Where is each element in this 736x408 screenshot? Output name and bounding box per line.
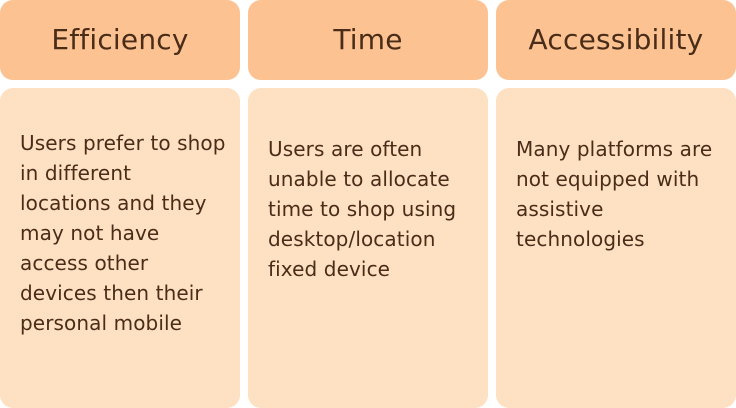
column-time: Time Users are often unable to allocate … (248, 0, 488, 408)
column-title: Accessibility (528, 23, 704, 56)
column-title: Efficiency (51, 23, 189, 56)
column-body-text: Users prefer to shop in different locati… (20, 131, 226, 335)
column-title: Time (333, 23, 403, 56)
column-body-text: Many platforms are not equipped with ass… (516, 137, 713, 251)
column-body: Users are often unable to allocate time … (248, 88, 488, 408)
column-accessibility: Accessibility Many platforms are not equ… (496, 0, 736, 408)
column-header: Accessibility (496, 0, 736, 80)
column-efficiency: Efficiency Users prefer to shop in diffe… (0, 0, 240, 408)
column-body-text: Users are often unable to allocate time … (268, 137, 457, 281)
column-body: Many platforms are not equipped with ass… (496, 88, 736, 408)
column-header: Efficiency (0, 0, 240, 80)
column-header: Time (248, 0, 488, 80)
column-body: Users prefer to shop in different locati… (0, 88, 240, 408)
